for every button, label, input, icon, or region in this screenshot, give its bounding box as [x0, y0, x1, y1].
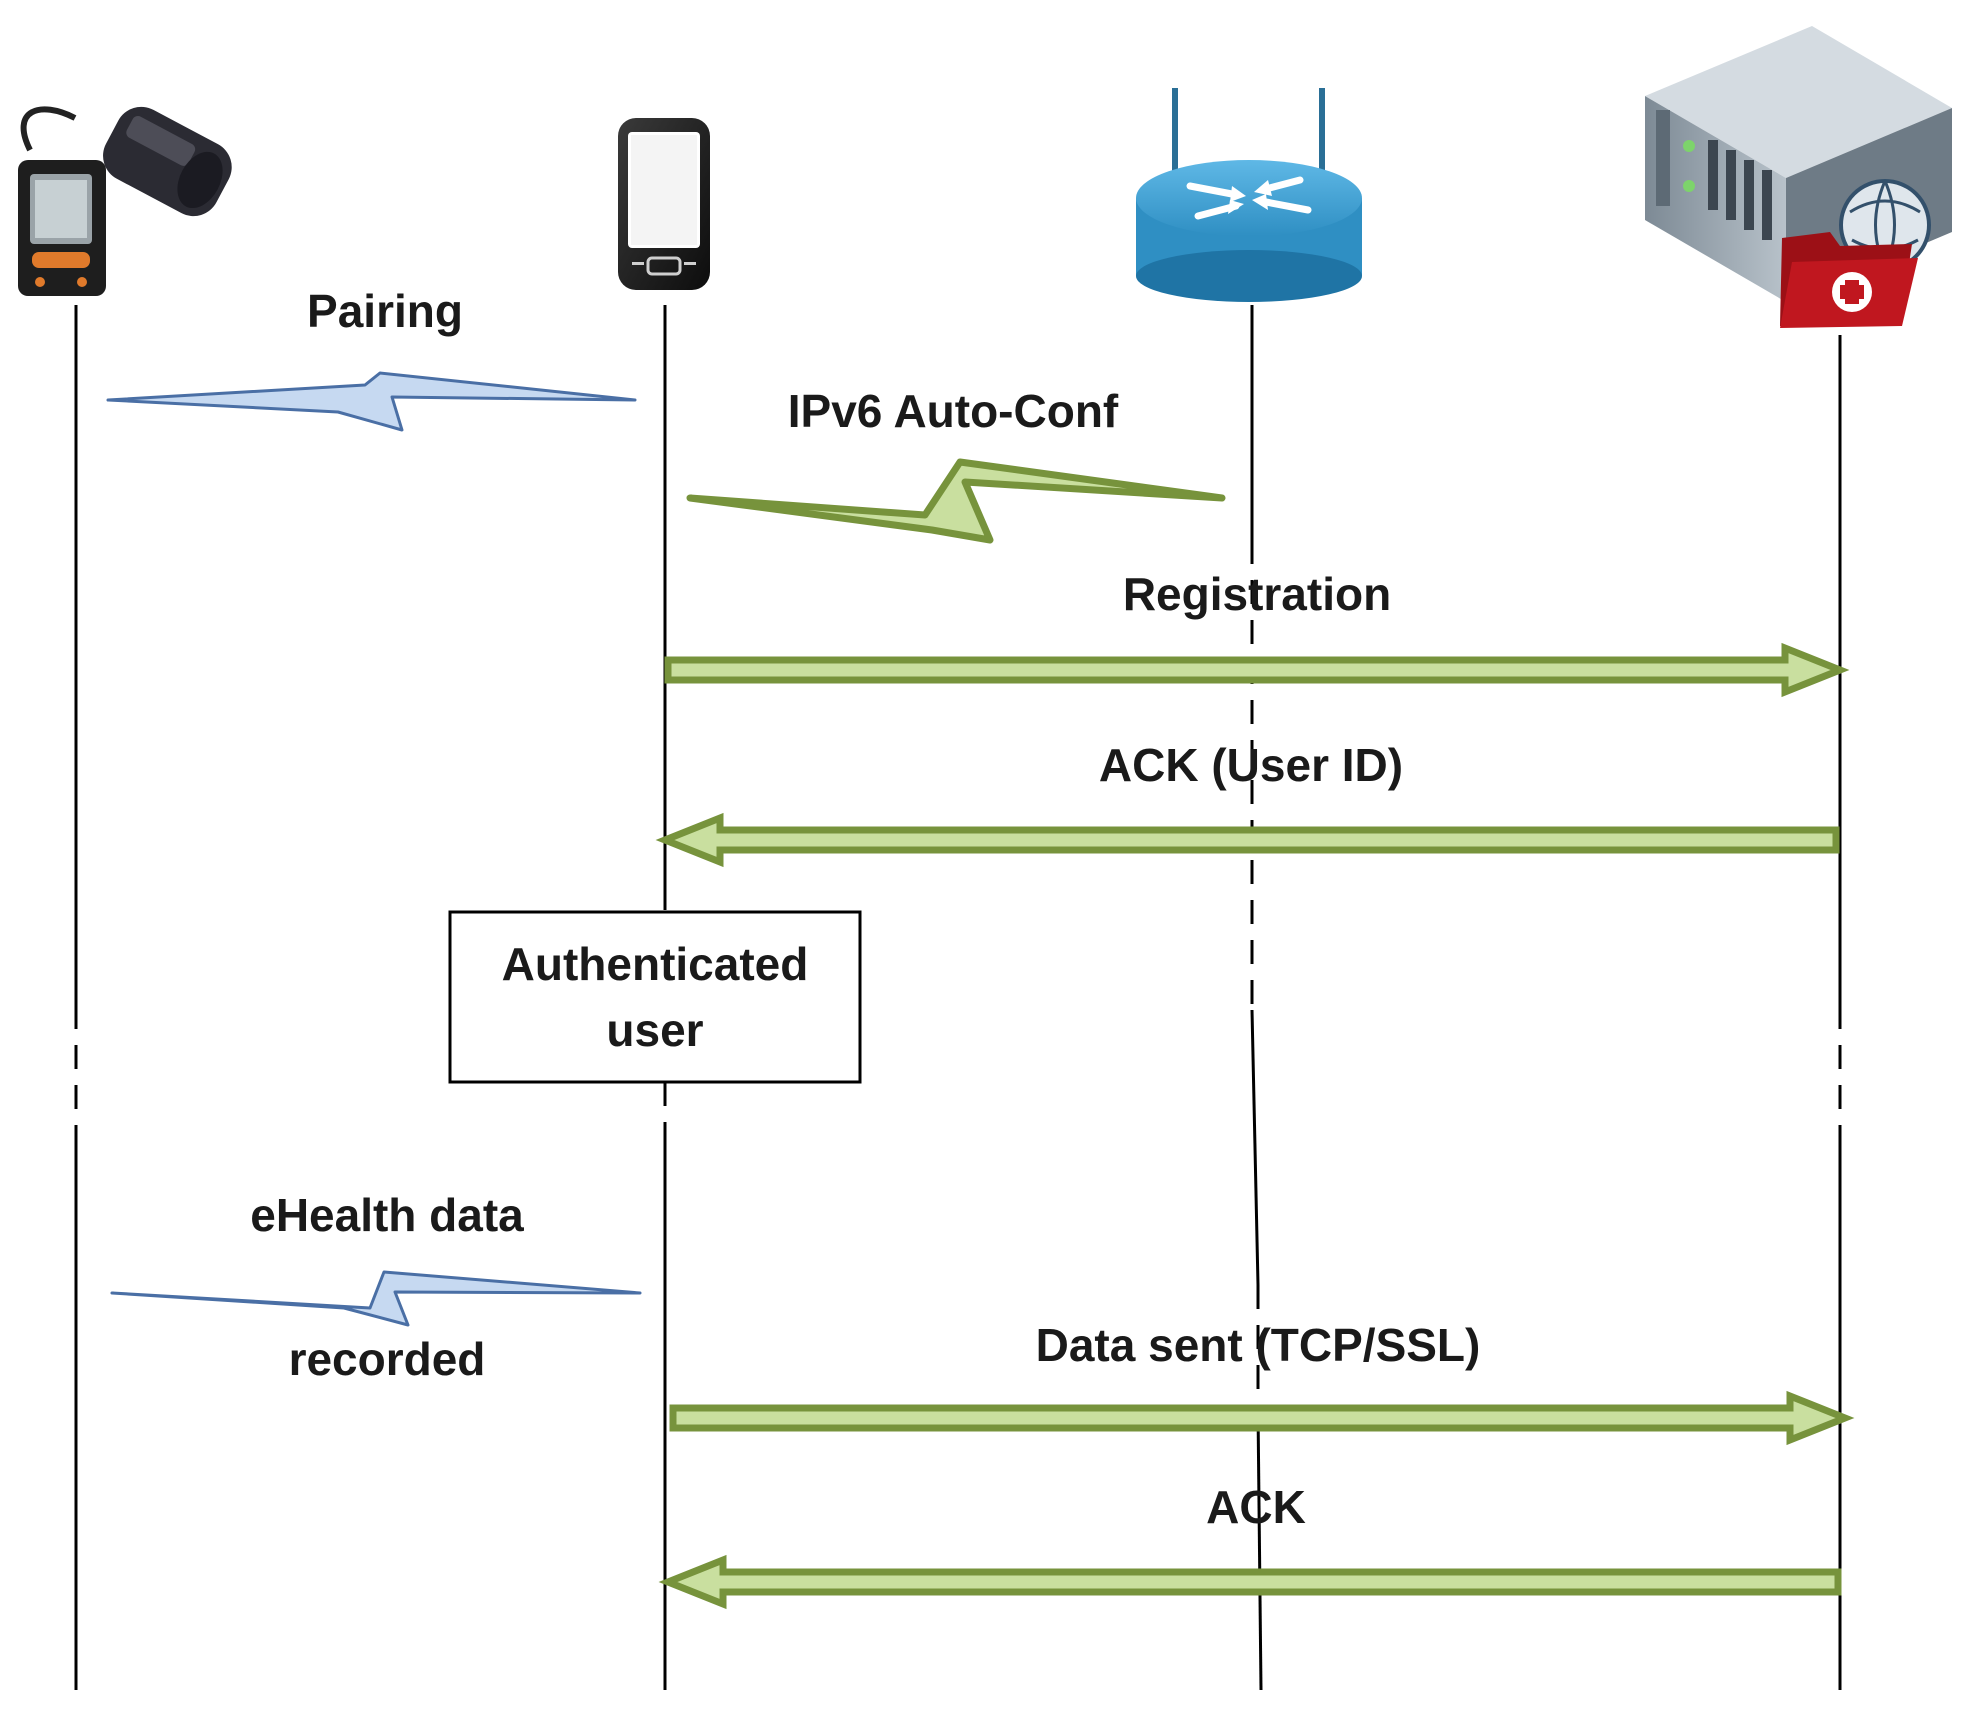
ehealth-bolt — [110, 1270, 642, 1327]
registration-label: Registration — [1123, 568, 1391, 620]
data-sent-arrow — [669, 1390, 1855, 1446]
ack-user-id-label: ACK (User ID) — [1099, 739, 1403, 791]
pairing-bolt — [106, 371, 637, 432]
ehealth-label-line-2: recorded — [289, 1333, 486, 1385]
ipv6-bolt — [686, 458, 1226, 544]
ack-arrow — [658, 1554, 1842, 1610]
lifeline-router — [1250, 305, 1263, 1691]
medical-server-icon — [1645, 26, 1952, 328]
registration-arrow — [664, 642, 1850, 698]
smartphone-icon — [618, 118, 710, 290]
authenticated-user-note — [448, 910, 862, 1084]
router-icon — [1136, 88, 1362, 302]
ipv6-label: IPv6 Auto-Conf — [788, 385, 1119, 437]
data-sent-label: Data sent (TCP/SSL) — [1036, 1319, 1481, 1371]
ehealth-label-line-1: eHealth data — [250, 1189, 524, 1241]
blood-pressure-monitor-icon — [18, 106, 232, 296]
note-line-1: Authenticated — [502, 938, 809, 990]
ack-label: ACK — [1206, 1481, 1306, 1533]
pairing-label: Pairing — [307, 285, 463, 337]
note-line-2: user — [606, 1004, 703, 1056]
ack-user-id-arrow — [655, 812, 1840, 868]
